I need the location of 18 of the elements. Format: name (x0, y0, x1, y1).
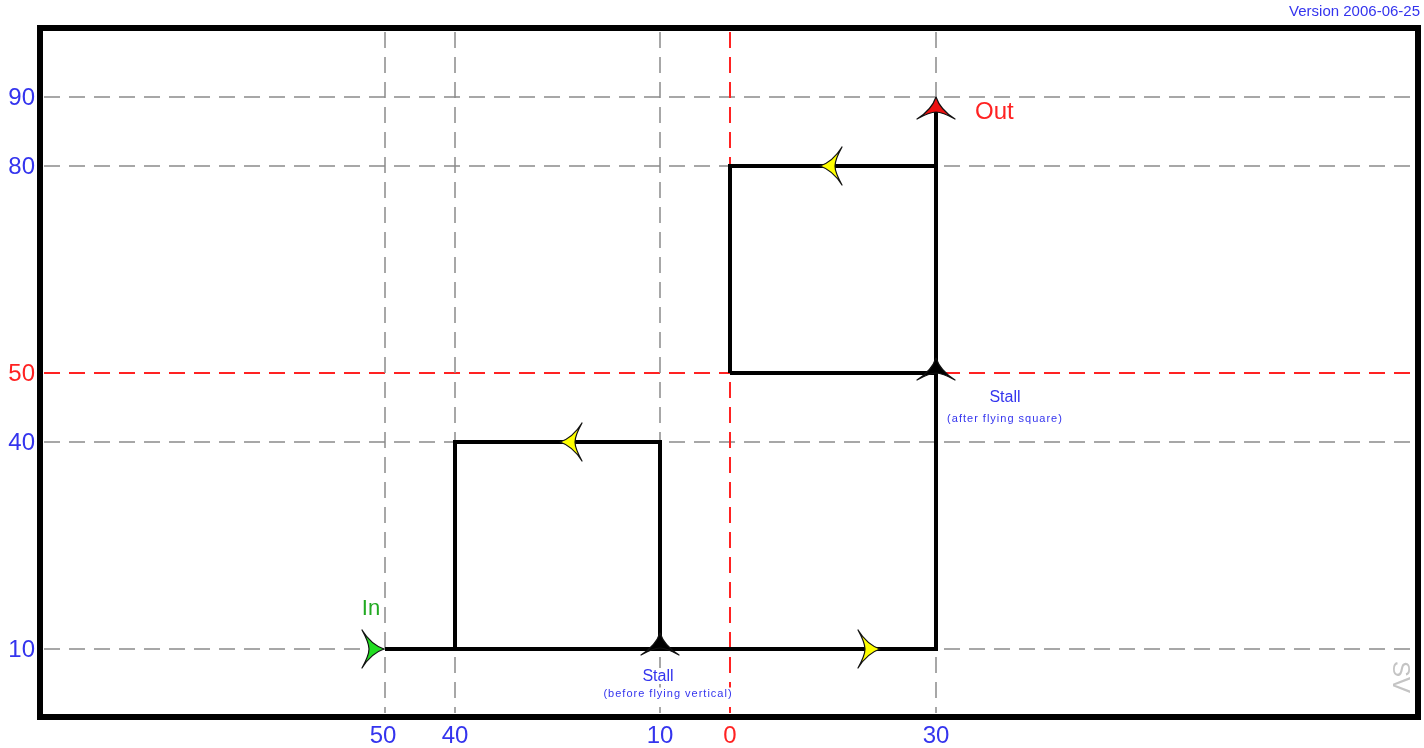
axis-tick-label: 40 (441, 723, 469, 747)
entry-label: In (361, 597, 381, 619)
axis-tick-label: 50 (369, 723, 397, 747)
stall-label: Stall (989, 389, 1021, 405)
stall-note: (after flying square) (947, 412, 1063, 424)
axis-tick-label: 90 (8, 85, 35, 109)
version-text: Version 2006-06-25 (1289, 3, 1420, 18)
axis-tick-label: 50 (8, 361, 35, 385)
axis-tick-label: 10 (646, 723, 674, 747)
axis-tick-label: 80 (8, 154, 35, 178)
stall-label: Stall (642, 668, 674, 684)
axis-tick-label: 10 (8, 637, 35, 661)
author-initials: SV (1389, 661, 1413, 693)
axis-tick-label: 40 (8, 430, 35, 454)
stall-note: (before flying vertical) (603, 687, 733, 699)
axis-tick-label: 0 (723, 723, 737, 747)
exit-label: Out (975, 99, 1014, 123)
axis-tick-label: 30 (922, 723, 950, 747)
